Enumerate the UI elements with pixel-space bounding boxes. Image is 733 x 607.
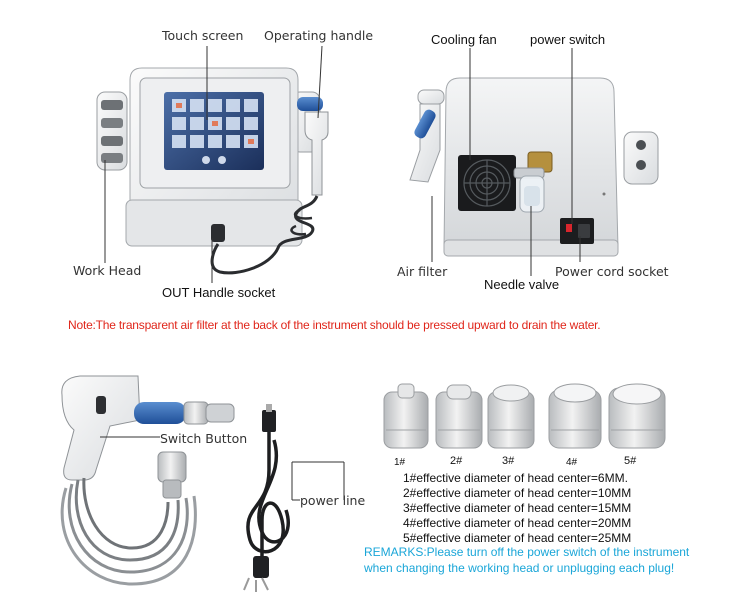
spec-head-3: 3#effective diameter of head center=15MM <box>403 501 632 515</box>
label-power-line: power line <box>300 493 366 508</box>
work-head-4 <box>548 383 602 449</box>
work-head-5 <box>608 383 666 449</box>
work-head-3 <box>487 384 535 449</box>
spec-head-5: 5#effective diameter of head center=25MM <box>403 531 632 545</box>
label-air-filter: Air filter <box>397 264 448 279</box>
head-number-2: 2# <box>450 455 463 467</box>
label-out-handle-socket: OUT Handle socket <box>162 285 276 300</box>
remark-line-2: when changing the working head or unplug… <box>364 561 675 575</box>
spec-head-4: 4#effective diameter of head center=20MM <box>403 516 632 530</box>
label-operating-handle: Operating handle <box>264 28 374 43</box>
drain-note: Note:The transparent air filter at the b… <box>68 318 601 332</box>
work-heads <box>383 383 666 449</box>
leader-lines <box>100 45 581 501</box>
label-needle-valve: Needle valve <box>484 277 560 292</box>
label-switch-button: Switch Button <box>160 431 248 446</box>
head-number-4: 4# <box>566 457 578 468</box>
head-number-3: 3# <box>502 455 515 467</box>
head-number-1: 1# <box>394 457 406 468</box>
spec-head-2: 2#effective diameter of head center=10MM <box>403 486 632 500</box>
front-machine <box>96 67 329 275</box>
label-touch-screen: Touch screen <box>162 28 244 43</box>
head-number-5: 5# <box>624 455 637 467</box>
spec-head-1: 1#effective diameter of head center=6MM. <box>403 471 628 485</box>
work-head-1 <box>383 383 429 449</box>
handpiece <box>60 375 235 586</box>
power-cord <box>243 404 290 592</box>
label-power-cord-socket: Power cord socket <box>555 264 669 279</box>
label-work-head: Work Head <box>73 263 142 278</box>
work-head-2 <box>435 384 483 449</box>
label-power-switch: power switch <box>530 32 606 47</box>
remark-line-1: REMARKS:Please turn off the power switch… <box>364 545 690 559</box>
label-cooling-fan: Cooling fan <box>431 32 497 47</box>
back-machine <box>409 77 659 257</box>
